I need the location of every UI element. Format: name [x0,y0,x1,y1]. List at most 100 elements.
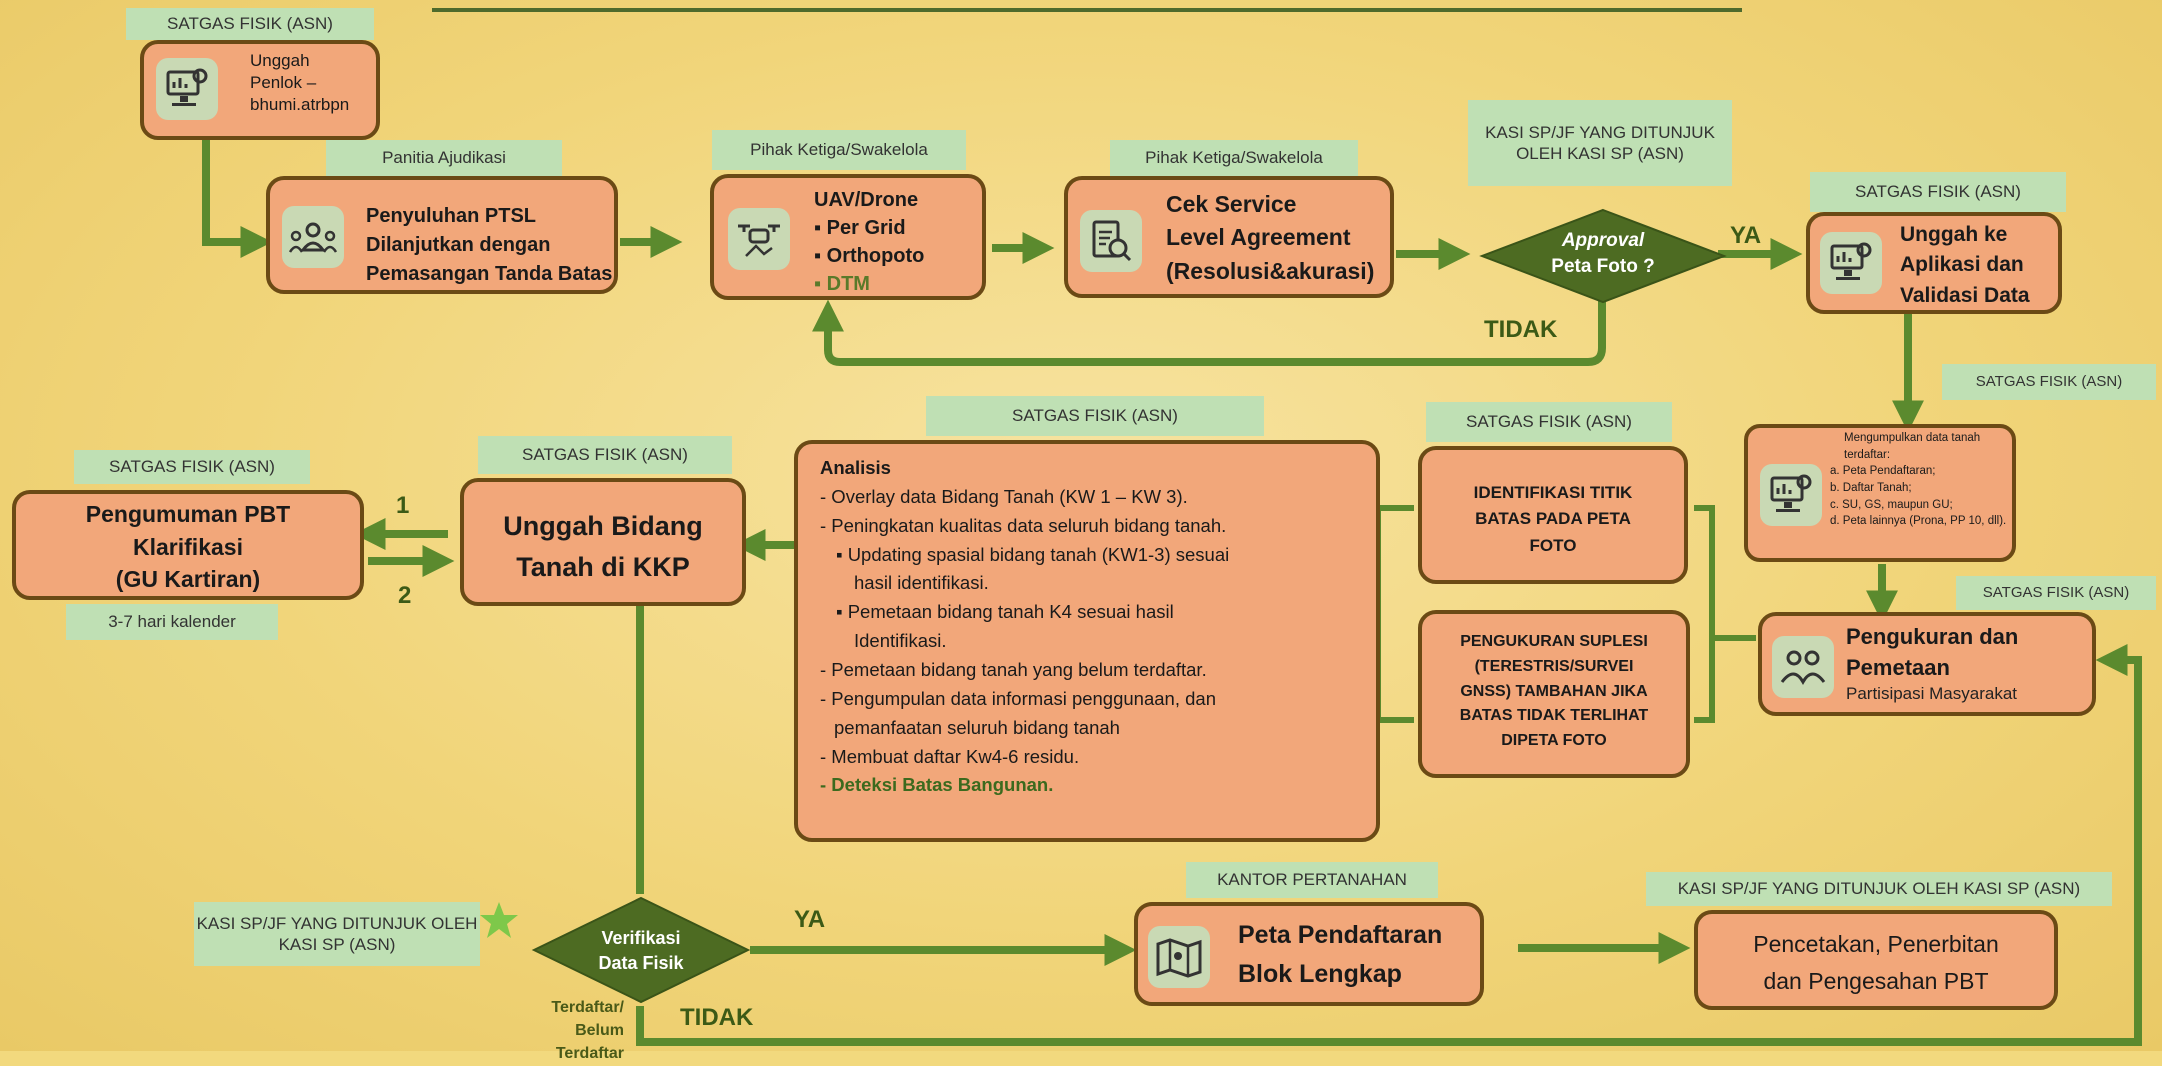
arrow-approval-tidak [812,299,1606,366]
role-label-mengumpulkan: SATGAS FISIK (ASN) [1942,364,2156,400]
pencetakan-line-1: Pencetakan, Penerbitan [1753,931,1999,957]
aplikasi-line-3: Validasi Data [1900,283,2030,307]
role-label-identifikasi: SATGAS FISIK (ASN) [1426,402,1672,442]
node-pengumuman[interactable]: Pengumuman PBT Klarifikasi (GU Kartiran) [12,490,364,600]
analisis-item-1: - Overlay data Bidang Tanah (KW 1 – KW 3… [820,485,1188,507]
analisis-item-5: - Pemetaan bidang tanah yang belum terda… [820,659,1207,681]
suplesi-line-5: DIPETA FOTO [1501,732,1607,750]
verifikasi-below-1: Terdaftar/ [551,999,624,1016]
computer-data-icon [1760,464,1822,526]
aplikasi-line-1: Unggah ke [1900,223,2008,246]
arrow-verifikasi-tidak [636,644,2142,1046]
node-unggah-kkp[interactable]: Unggah Bidang Tanah di KKP [460,478,746,606]
bracket-pengukuran [1694,505,1756,723]
map-icon [1148,926,1210,988]
node-pencetakan[interactable]: Pencetakan, Penerbitan dan Pengesahan PB… [1694,910,2058,1010]
document-search-icon [1080,210,1142,272]
pencetakan-line-2: dan Pengesahan PBT [1763,968,1989,995]
role-label-kkp: SATGAS FISIK (ASN) [478,436,732,474]
role-label-penyuluhan: Panitia Ajudikasi [326,140,562,176]
edge-label-ya-approval: YA [1730,222,1762,249]
peta-line-2: Blok Lengkap [1238,959,1402,988]
edge-label-2: 2 [398,582,412,609]
edge-label-1: 1 [396,492,410,519]
analisis-item-6b: pemanfaatan seluruh bidang tanah [834,716,1120,738]
edge-label-tidak-verifikasi: TIDAK [680,1004,754,1031]
pengukuran-sub: Partisipasi Masyarakat [1846,683,2018,703]
role-label-peta: KANTOR PERTANAHAN [1186,862,1438,898]
mengumpulkan-item-b: b. Daftar Tanah; [1830,482,1912,495]
node-suplesi[interactable]: PENGUKURAN SUPLESI (TERESTRIS/SURVEI GNS… [1418,610,1690,778]
uav-item-dtm: ▪ DTM [814,273,870,295]
node-analisis[interactable]: Analisis - Overlay data Bidang Tanah (KW… [794,440,1380,842]
arrow-penlok-to-penyuluhan [202,136,273,258]
bracket-analisis [1375,505,1414,723]
approval-line-2: Peta Foto ? [1551,255,1655,277]
role-label-penlok: SATGAS FISIK (ASN) [126,8,374,40]
decision-verifikasi[interactable] [530,894,752,1006]
node-unggah-aplikasi[interactable]: Unggah ke Aplikasi dan Validasi Data [1806,212,2062,314]
suplesi-line-2: (TERESTRIS/SURVEI [1474,657,1634,675]
aplikasi-line-2: Aplikasi dan [1900,253,2024,277]
node-peta-pendaftaran[interactable]: Peta Pendaftaran Blok Lengkap [1134,902,1484,1006]
approval-line-1: Approval [1561,230,1645,251]
cek-line-1: Cek Service [1166,191,1297,217]
role-label-uav: Pihak Ketiga/Swakelola [712,130,966,170]
cek-line-2: Level Agreement [1166,224,1351,251]
node-penyuluhan[interactable]: Penyuluhan PTSL Dilanjutkan dengan Pemas… [266,176,618,294]
node-pengukuran[interactable]: Pengukuran dan Pemetaan Partisipasi Masy… [1758,612,2096,716]
role-label-pencetakan: KASI SP/JF YANG DITUNJUK OLEH KASI SP (A… [1646,872,2112,906]
verifikasi-below-2: Belum Terdaftar [555,1022,624,1063]
mengumpulkan-title: Mengumpulkan data tanah terdaftar: [1844,432,1981,461]
decision-approval[interactable] [1478,206,1728,306]
analisis-item-last: - Deteksi Batas Bangunan. [820,774,1054,796]
analisis-item-4: ▪ Pemetaan bidang tanah K4 sesuai hasil [836,601,1174,623]
node-identifikasi[interactable]: IDENTIFIKASI TITIK BATAS PADA PETA FOTO [1418,446,1688,584]
pengumuman-line-2: Klarifikasi [133,533,243,560]
kkp-line-1: Unggah Bidang [503,511,703,541]
edge-label-tidak-approval: TIDAK [1484,316,1558,343]
note-pengumuman-duration: 3-7 hari kalender [66,604,278,640]
penyuluhan-line-3: Pemasangan Tanda Batas [366,263,613,285]
role-label-analisis: SATGAS FISIK (ASN) [926,396,1264,436]
node-uav-drone[interactable]: UAV/Drone ▪ Per Grid ▪ Orthopoto ▪ DTM [710,174,986,300]
mengumpulkan-item-a: a. Peta Pendaftaran; [1830,465,1936,478]
identifikasi-line-3: FOTO [1529,535,1577,555]
suplesi-line-3: GNSS) TAMBAHAN JIKA [1460,682,1648,700]
penlok-line-2: Penlok – [250,73,317,93]
penlok-line-1: Unggah [250,51,310,70]
analisis-item-2: - Peningkatan kualitas data seluruh bida… [820,514,1227,536]
role-label-unggah-aplikasi: SATGAS FISIK (ASN) [1810,172,2066,212]
title-underline [432,8,1742,12]
role-label-cek-sla: Pihak Ketiga/Swakelola [1110,140,1358,176]
suplesi-line-4: BATAS TIDAK TERLIHAT [1459,707,1649,725]
pengumuman-line-1: Pengumuman PBT [85,501,291,527]
verifikasi-line-2: Data Fisik [598,953,684,974]
star-icon [480,902,518,938]
community-people-icon [1772,636,1834,698]
uav-title: UAV/Drone [814,189,919,211]
node-cek-sla[interactable]: Cek Service Level Agreement (Resolusi&ak… [1064,176,1394,298]
uav-item-grid: ▪ Per Grid [814,217,906,239]
mengumpulkan-item-d: d. Peta lainnya (Prona, PP 10, dll). [1830,515,2007,528]
analisis-item-7: - Membuat daftar Kw4-6 residu. [820,745,1080,767]
suplesi-line-1: PENGUKURAN SUPLESI [1460,633,1648,650]
meeting-people-icon [282,206,344,268]
verifikasi-line-1: Verifikasi [601,928,681,948]
role-label-pengukuran: SATGAS FISIK (ASN) [1956,576,2156,610]
node-unggah-penlok[interactable]: Unggah Penlok – bhumi.atrbpn [140,40,380,140]
drone-icon [728,208,790,270]
analisis-item-3: ▪ Updating spasial bidang tanah (KW1-3) … [836,543,1230,565]
role-label-pengumuman: SATGAS FISIK (ASN) [74,450,310,484]
role-label-approval: KASI SP/JF YANG DITUNJUK OLEH KASI SP (A… [1468,100,1732,186]
analisis-item-3b: hasil identifikasi. [854,572,989,594]
penyuluhan-line-2: Dilanjutkan dengan [366,234,551,256]
computer-chart-icon [156,58,218,120]
peta-line-1: Peta Pendaftaran [1238,921,1443,949]
pengukuran-title-1: Pengukuran dan [1846,624,2019,649]
pengumuman-line-3: (GU Kartiran) [115,566,261,593]
computer-upload-icon [1820,232,1882,294]
node-mengumpulkan[interactable]: Mengumpulkan data tanah terdaftar: a. Pe… [1744,424,2016,562]
analisis-item-6: - Pengumpulan data informasi penggunaan,… [820,687,1216,709]
